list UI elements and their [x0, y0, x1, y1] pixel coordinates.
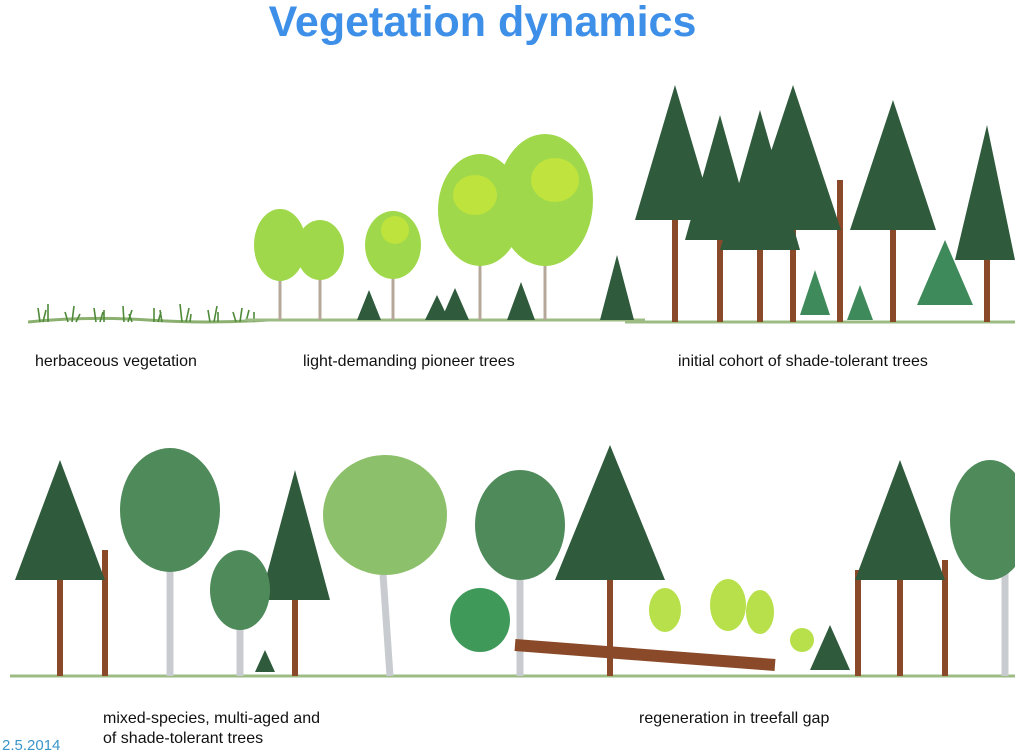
caption-herbaceous: herbaceous vegetation [35, 353, 197, 370]
mixed-forest-illustration [10, 440, 1015, 690]
initial-cohort-illustration [625, 80, 1015, 330]
caption-mixed-line1: mixed-species, multi-aged and [103, 710, 320, 727]
caption-pioneer: light-demanding pioneer trees [303, 353, 515, 370]
slide-title: Vegetation dynamics [268, 0, 697, 46]
pioneer-trees-illustration [245, 130, 645, 330]
footer-date: 2.5.2014 [2, 737, 61, 754]
caption-regeneration: regeneration in treefall gap [639, 710, 830, 727]
caption-mixed: mixed-species, multi-aged and of shade-t… [103, 709, 320, 749]
herbaceous-illustration [28, 280, 268, 330]
caption-mixed-line2: of shade-tolerant trees [103, 730, 264, 747]
caption-initial-cohort: initial cohort of shade-tolerant trees [678, 353, 928, 370]
